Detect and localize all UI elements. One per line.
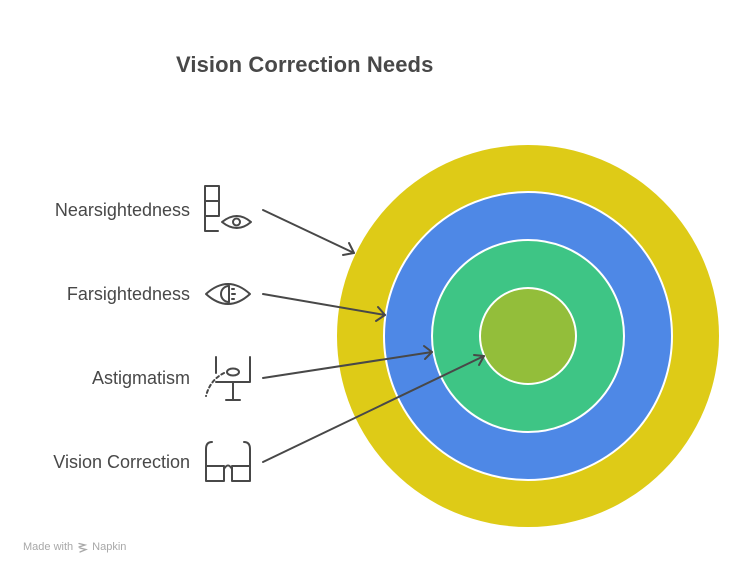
diagram-title: Vision Correction Needs bbox=[176, 52, 434, 77]
arrow-astigmatism bbox=[262, 345, 433, 379]
footer-made-with: Made with bbox=[23, 541, 74, 553]
ring-vision-correction bbox=[479, 287, 577, 385]
eye-chart-icon bbox=[204, 185, 252, 232]
arrow-farsightedness bbox=[262, 293, 386, 322]
label-astigmatism: Astigmatism bbox=[91, 368, 190, 388]
arrow-nearsightedness bbox=[262, 209, 355, 256]
arrow-vision-correction bbox=[262, 354, 485, 463]
eye-half-iris-icon bbox=[205, 283, 251, 305]
footer-attribution: Made with Napkin bbox=[23, 541, 126, 553]
glasses-icon bbox=[205, 441, 251, 482]
label-farsightedness: Farsightedness bbox=[66, 284, 190, 304]
target-rings bbox=[337, 145, 719, 527]
napkin-logo-icon bbox=[78, 542, 89, 553]
astigmatism-lens-icon bbox=[205, 356, 251, 401]
footer-brand: Napkin bbox=[92, 541, 127, 553]
label-vision-correction: Vision Correction bbox=[53, 452, 190, 472]
label-nearsightedness: Nearsightedness bbox=[54, 200, 190, 220]
